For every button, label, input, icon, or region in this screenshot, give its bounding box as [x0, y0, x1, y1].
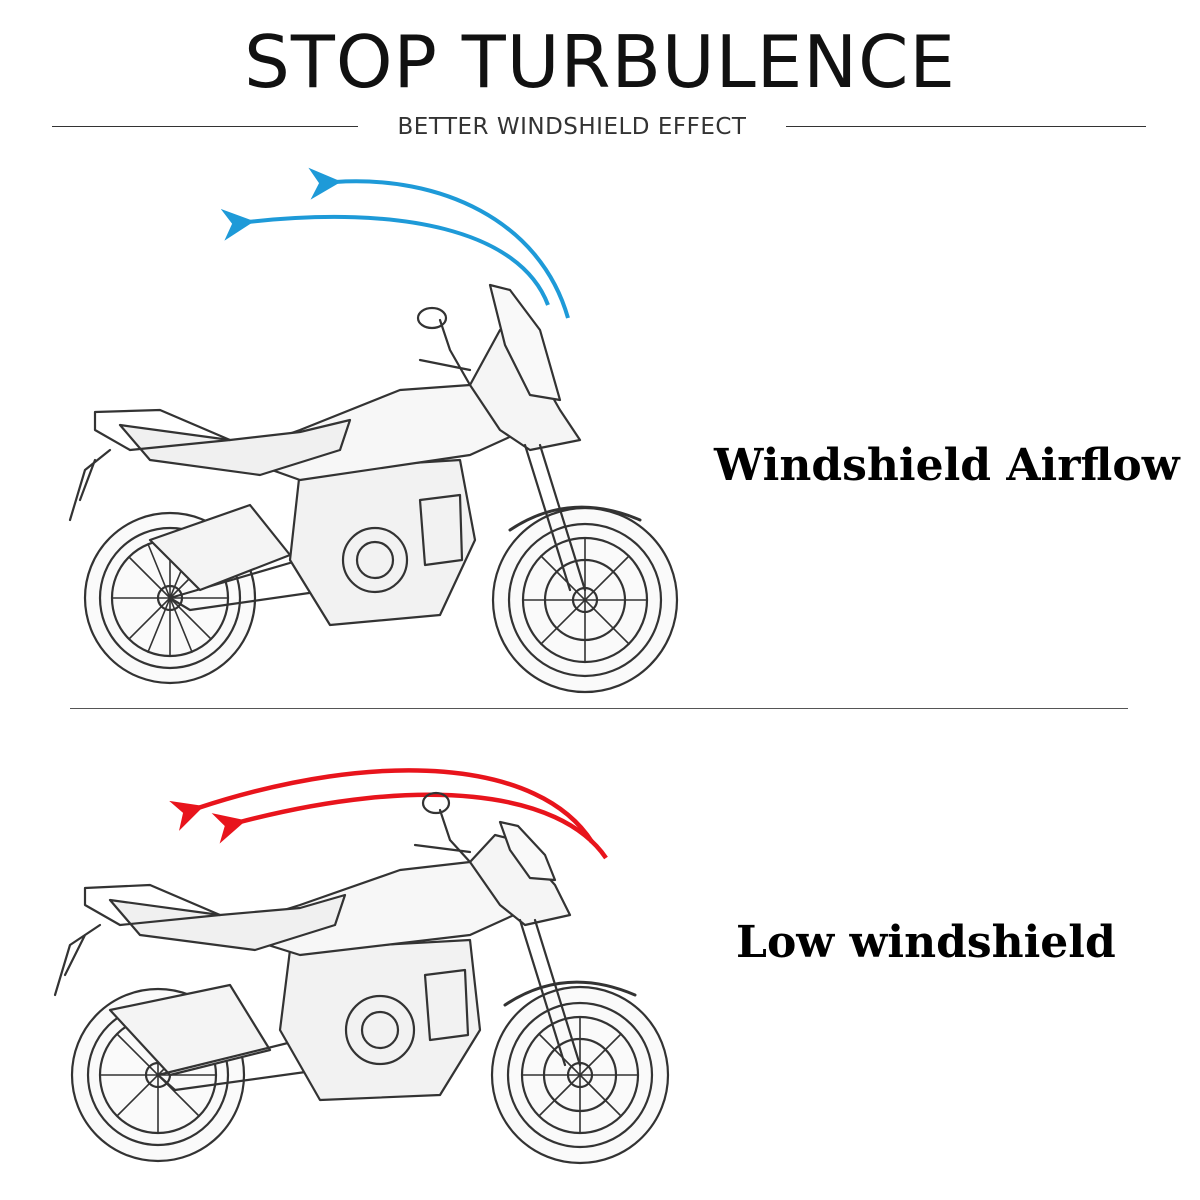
- panel-divider: [70, 708, 1128, 709]
- subtitle-rule-left: [52, 126, 358, 127]
- subtitle-rule-right: [786, 126, 1146, 127]
- airflow-arrow-icon: [220, 208, 550, 306]
- caption-windshield-airflow: Windshield Airflow: [714, 440, 1180, 491]
- airflow-arrow-icon: [308, 167, 570, 319]
- subtitle: BETTER WINDSHIELD EFFECT: [397, 114, 747, 140]
- page-title: STOP TURBULENCE: [244, 20, 956, 104]
- airflow-arrow-icon: [211, 792, 608, 860]
- airflow-arrows-bottom: [169, 768, 608, 860]
- subtitle-row: BETTER WINDSHIELD EFFECT: [0, 108, 1200, 148]
- airflow-arrows-top: [220, 167, 570, 319]
- caption-low-windshield: Low windshield: [736, 917, 1116, 968]
- motorcycle-low-windshield-icon: [53, 791, 670, 1165]
- airflow-arrow-icon: [169, 768, 594, 844]
- motorcycle-tall-windshield-icon: [68, 283, 679, 694]
